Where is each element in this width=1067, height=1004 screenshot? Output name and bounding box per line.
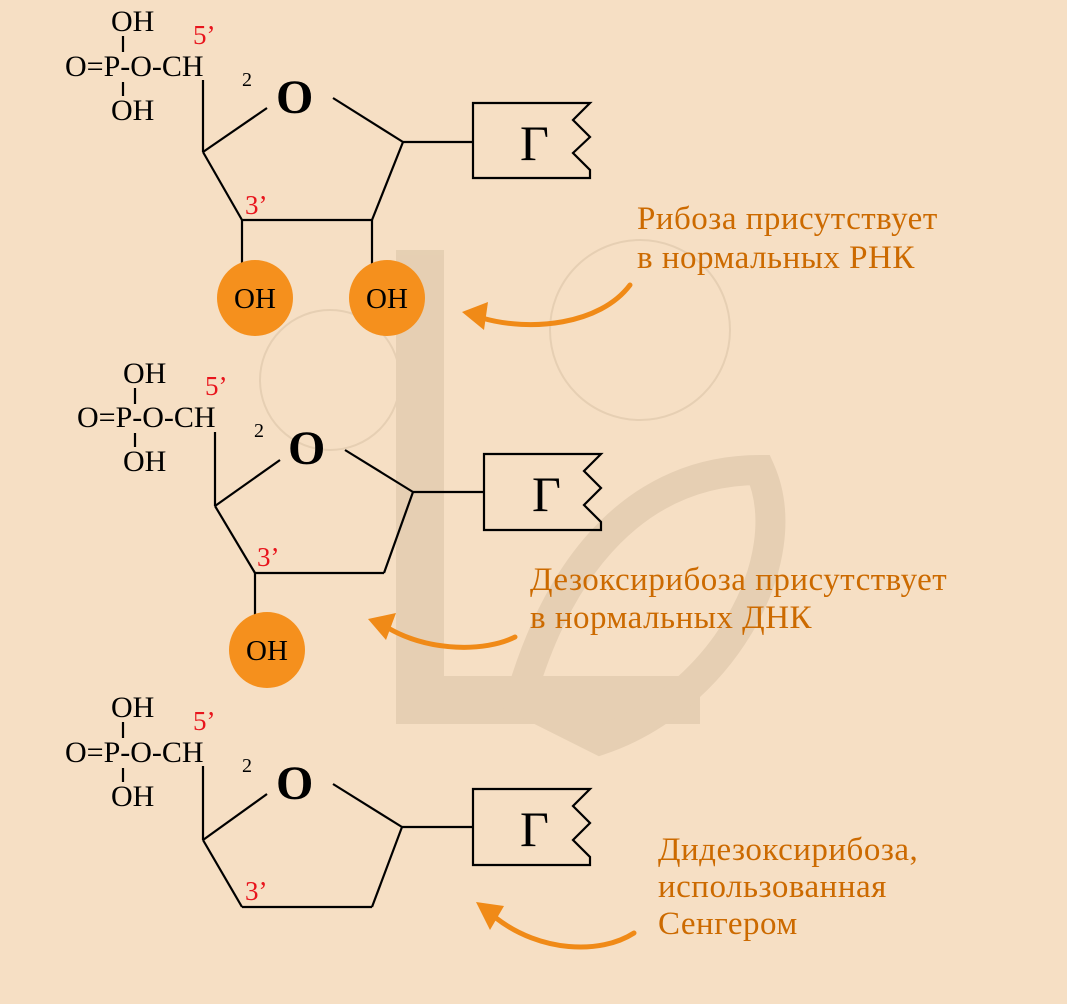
phosphate-group: O=P-O-CH [65, 50, 204, 83]
five-prime-label: 5’ [193, 706, 216, 736]
ring-bond [344, 449, 414, 493]
caption-line: Дезоксирибоза присутствует [530, 562, 947, 598]
five-prime-label: 5’ [205, 371, 228, 401]
caption-line: Рибоза присутствует [637, 201, 938, 237]
three-prime-label: 3’ [257, 542, 280, 572]
hydroxyl-highlight [349, 260, 425, 336]
ring-bond [202, 839, 243, 908]
ch2-subscript: 2 [254, 420, 264, 442]
ring-bond [202, 107, 268, 153]
arrowhead [476, 902, 504, 930]
ribose-structure: OH O=P-O-CH 2 OH 5’ O 3’ OH OH Г Рибоза … [65, 5, 938, 336]
ring-oxygen: O [288, 422, 325, 475]
caption-line: использованная [658, 869, 887, 905]
phosphate-oh-top: OH [111, 691, 154, 724]
dideoxyribose-structure: OH O=P-O-CH 2 OH 5’ O 3’ Г Дидезоксирибо… [65, 691, 918, 950]
ring-bond [202, 151, 243, 221]
base-box [471, 101, 593, 180]
ring-bond [214, 459, 281, 507]
ring-bond [332, 97, 404, 143]
phosphate-group: O=P-O-CH [77, 401, 216, 434]
arrowhead [368, 613, 396, 640]
three-prime-label: 3’ [245, 190, 268, 220]
phosphate-oh-bottom: OH [123, 445, 166, 478]
hydroxyl-3-label: OH [366, 283, 408, 315]
ch2-subscript: 2 [242, 69, 252, 91]
caption-line: Дидезоксирибоза, [658, 832, 918, 868]
caption-line: в нормальных ДНК [530, 600, 813, 636]
base-box [471, 787, 593, 867]
phosphate-oh-top: OH [111, 5, 154, 38]
hydroxyl-highlight [217, 260, 293, 336]
ch2-subscript: 2 [242, 755, 252, 777]
ring-bond [202, 793, 268, 841]
ring-bond [370, 826, 404, 908]
background-watermark [259, 239, 786, 757]
ring-bond [382, 491, 415, 574]
hydroxyl-2-label: OH [234, 283, 276, 315]
base-box [482, 452, 604, 532]
phosphate-oh-top: OH [123, 357, 166, 390]
caption-line: в нормальных РНК [637, 240, 915, 276]
pointer-arrow [493, 915, 637, 950]
arrowhead [462, 302, 488, 330]
ring-bond [332, 783, 403, 828]
deoxyribose-structure: OH O=P-O-CH 2 OH 5’ O 3’ OH Г Дезоксириб… [77, 357, 947, 688]
five-prime-label: 5’ [193, 20, 216, 50]
pointer-arrow [479, 282, 633, 328]
ring-oxygen: O [276, 757, 313, 810]
base-letter: Г [520, 801, 549, 857]
phosphate-oh-bottom: OH [111, 94, 154, 127]
ring-bond [370, 141, 405, 221]
ring-oxygen: O [276, 71, 313, 124]
phosphate-group: O=P-O-CH [65, 736, 204, 769]
ring-bond [214, 505, 256, 574]
phosphate-oh-bottom: OH [111, 780, 154, 813]
three-prime-label: 3’ [245, 876, 268, 906]
hydroxyl-highlight [229, 612, 305, 688]
caption-line: Сенгером [658, 906, 798, 942]
hydroxyl-3-label: OH [246, 635, 288, 667]
pointer-arrow [385, 625, 518, 650]
base-letter: Г [532, 466, 561, 522]
base-letter: Г [520, 115, 549, 171]
